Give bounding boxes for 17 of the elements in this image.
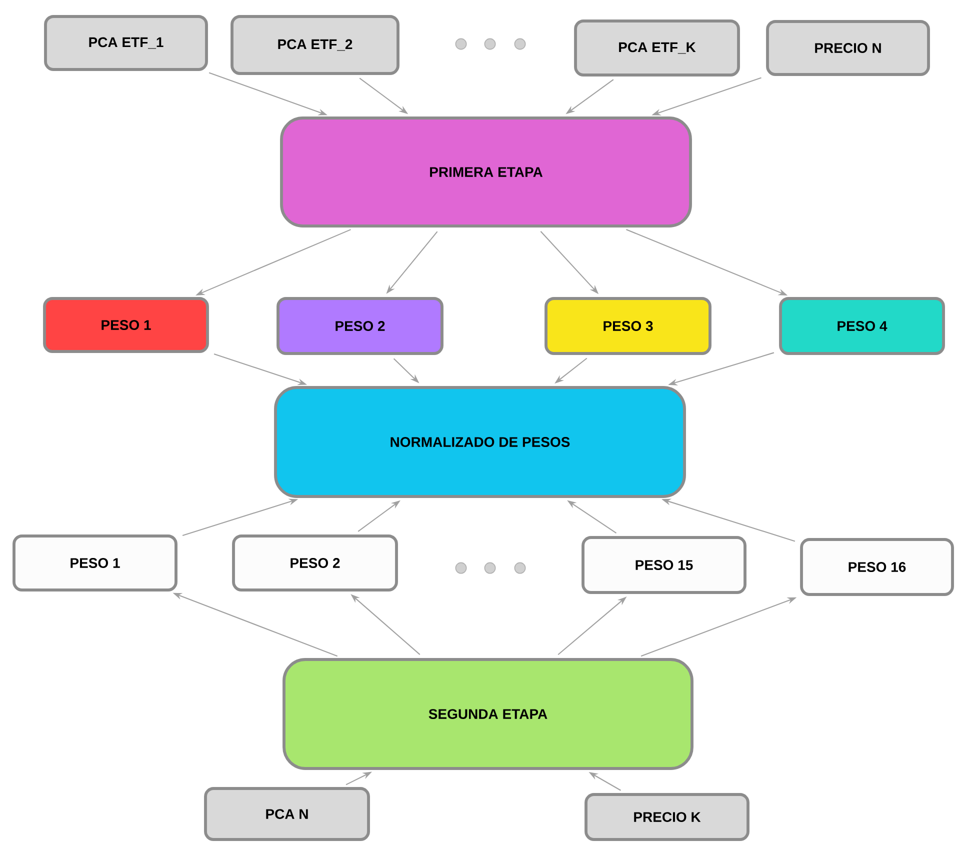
input-box: PCA ETF_1 (44, 15, 208, 71)
process-box: NORMALIZADO DE PESOS (274, 386, 686, 498)
stage-box: PRIMERA ETAPA (280, 116, 692, 228)
input-box: PCA ETF_K (574, 20, 740, 76)
input-box: PCA N (204, 787, 370, 841)
weight-box: PESO 2 (232, 534, 398, 592)
input-box: PRECIO N (766, 20, 930, 76)
weight-box: PESO 16 (800, 538, 954, 596)
stage-box: SEGUNDA ETAPA (282, 658, 694, 770)
input-box: PCA ETF_2 (230, 15, 400, 75)
weight-box: PESO 2 (276, 297, 444, 355)
input-box: PRECIO K (584, 793, 750, 841)
weight-box: PESO 4 (779, 297, 945, 355)
weight-box: PESO 3 (544, 297, 712, 355)
weight-box: PESO 15 (582, 536, 746, 594)
weight-box: PESO 1 (43, 297, 209, 353)
weight-box: PESO 1 (12, 534, 178, 592)
